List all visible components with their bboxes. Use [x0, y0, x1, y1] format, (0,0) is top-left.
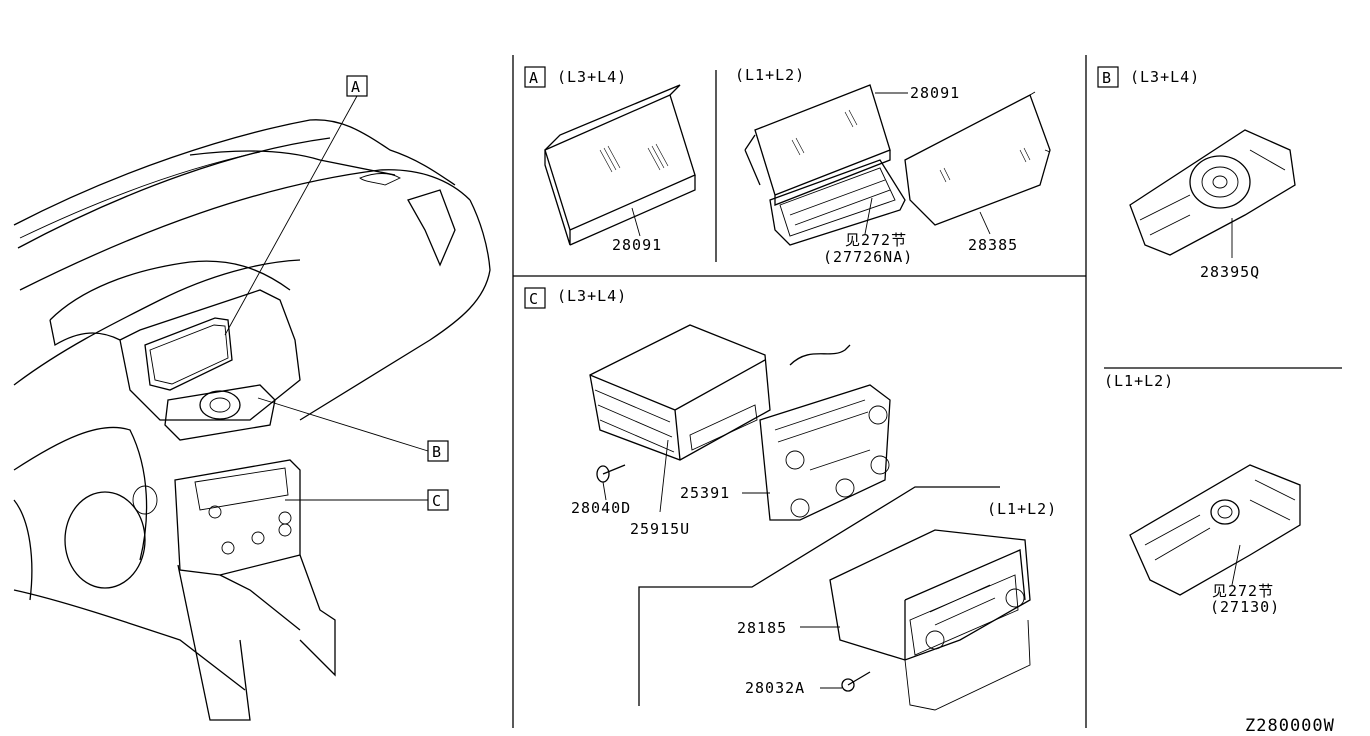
- section-b-variant-l34: (L3+L4): [1130, 68, 1200, 86]
- section-a: A (L3+L4) (L1+L2) 28091: [524, 66, 1051, 266]
- head-unit-l34: [589, 324, 771, 513]
- callout-a-label: A: [351, 78, 361, 96]
- cable: [789, 344, 851, 366]
- part-label-28040d: 28040D: [571, 499, 631, 517]
- part-label-28091-l12: 28091: [910, 84, 960, 102]
- display-unit-l12: [744, 84, 908, 206]
- part-label-27130-ref: 见272节: [1212, 582, 1274, 600]
- screw-28040d: [596, 464, 626, 501]
- callout-b: B: [427, 440, 449, 462]
- controller-l34: [1129, 129, 1296, 258]
- part-label-28385: 28385: [968, 236, 1018, 254]
- display-unit-l34: [544, 84, 696, 246]
- drawing-code: Z280000W: [1245, 716, 1335, 736]
- part-label-27130: (27130): [1210, 598, 1280, 616]
- controller-l12: [1129, 464, 1301, 596]
- section-a-variant-l12: (L1+L2): [735, 66, 805, 84]
- section-c-letter: C: [529, 290, 539, 308]
- callout-c: C: [427, 489, 449, 511]
- part-label-25915u: 25915U: [630, 520, 690, 538]
- section-a-letter: A: [529, 69, 539, 87]
- head-unit-l12: [800, 529, 1031, 711]
- frame-lines: [512, 55, 1342, 728]
- part-label-28091-l34: 28091: [612, 236, 662, 254]
- callout-b-label: B: [432, 443, 442, 461]
- section-b-letter: B: [1102, 69, 1112, 87]
- part-label-28032a: 28032A: [745, 679, 805, 697]
- section-b: B (L3+L4) 28395Q (L1+L2) 见272节 (27130): [1097, 66, 1301, 616]
- part-label-28185: 28185: [737, 619, 787, 637]
- part-label-27726na: (27726NA): [823, 248, 913, 266]
- section-c-variant-l12: (L1+L2): [987, 500, 1057, 518]
- control-panel-25391: [742, 384, 891, 521]
- section-c-variant-l34: (L3+L4): [557, 287, 627, 305]
- dashboard-illustration: [13, 95, 491, 721]
- callout-a: A: [346, 75, 368, 97]
- part-label-25391: 25391: [680, 484, 730, 502]
- section-b-variant-l12: (L1+L2): [1104, 372, 1174, 390]
- bracket: [769, 159, 906, 246]
- screw-28032a: [820, 671, 871, 692]
- panel-28385: [904, 91, 1051, 235]
- callout-c-label: C: [432, 492, 442, 510]
- part-label-bracket-ref: 见272节: [845, 231, 907, 249]
- section-a-variant-l34: (L3+L4): [557, 68, 627, 86]
- part-label-28395q: 28395Q: [1200, 263, 1260, 281]
- section-c: C (L3+L4) (L1+L2) 28: [524, 287, 1057, 711]
